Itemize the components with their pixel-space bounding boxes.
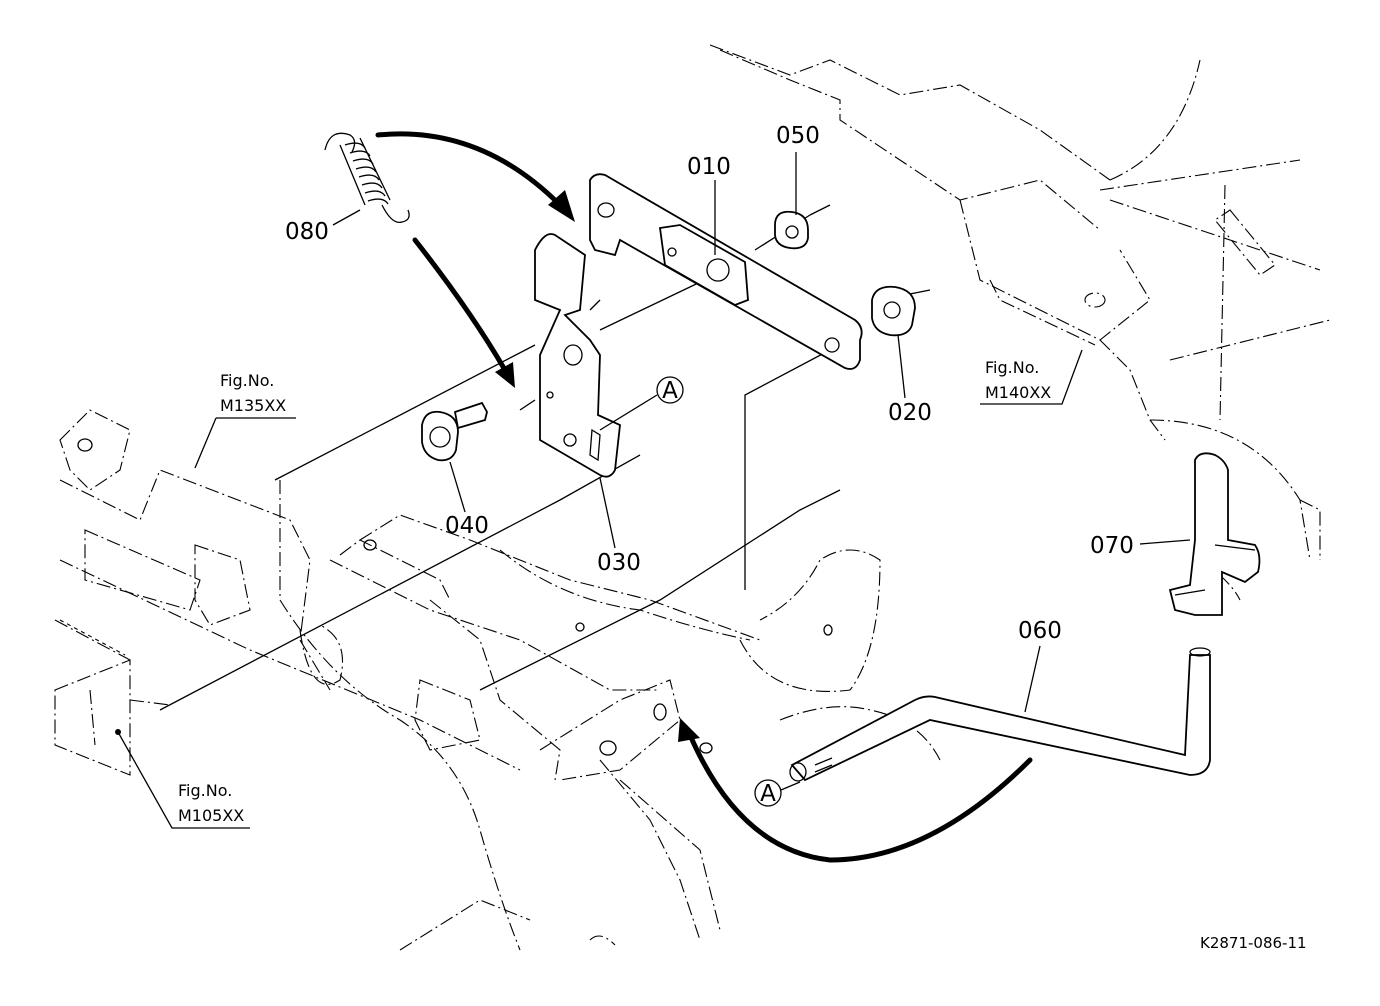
svg-text:050: 050 — [776, 123, 820, 149]
part-080-spring[interactable] — [324, 132, 410, 224]
fig-ref-m135: Fig.No. M135XX — [194, 371, 296, 469]
chassis-frame-outline — [709, 44, 1331, 601]
svg-text:M140XX: M140XX — [985, 383, 1051, 402]
label-080: 080 — [285, 209, 361, 245]
callout-a-upper: A — [599, 376, 684, 431]
label-060: 060 — [1018, 618, 1062, 713]
callout-a-lower-text: A — [760, 781, 776, 807]
drawing-code: K2871-086-11 — [1200, 934, 1307, 952]
svg-text:Fig.No.: Fig.No. — [220, 371, 274, 390]
label-050: 050 — [776, 123, 820, 215]
label-040: 040 — [445, 461, 489, 539]
part-060-rod[interactable] — [789, 647, 1211, 782]
svg-text:070: 070 — [1090, 533, 1134, 559]
svg-text:Fig.No.: Fig.No. — [985, 358, 1039, 377]
label-070: 070 — [1090, 533, 1191, 559]
callout-a-lower: A — [754, 779, 801, 807]
part-040-bolt[interactable] — [421, 401, 488, 462]
svg-text:040: 040 — [445, 513, 489, 539]
svg-text:M135XX: M135XX — [220, 396, 286, 415]
fig-ref-m140: Fig.No. M140XX — [980, 349, 1083, 405]
part-020-nut[interactable] — [871, 285, 916, 337]
svg-text:010: 010 — [687, 154, 731, 180]
part-010-plate[interactable] — [589, 173, 863, 370]
direction-arrows — [375, 131, 1033, 863]
svg-text:Fig.No.: Fig.No. — [178, 781, 232, 800]
svg-text:M105XX: M105XX — [178, 806, 244, 825]
svg-text:020: 020 — [888, 400, 932, 426]
left-frame-outline — [54, 409, 941, 951]
callout-a-upper-text: A — [662, 378, 678, 404]
svg-text:060: 060 — [1018, 618, 1062, 644]
part-070-link[interactable] — [1168, 452, 1261, 616]
fig-ref-m105: Fig.No. M105XX — [115, 729, 250, 829]
label-010: 010 — [687, 154, 731, 255]
label-020: 020 — [888, 334, 932, 426]
label-030: 030 — [597, 477, 641, 576]
part-050-nut[interactable] — [774, 210, 809, 250]
part-030-lever[interactable] — [534, 233, 621, 478]
svg-text:030: 030 — [597, 550, 641, 576]
svg-text:080: 080 — [285, 219, 329, 245]
